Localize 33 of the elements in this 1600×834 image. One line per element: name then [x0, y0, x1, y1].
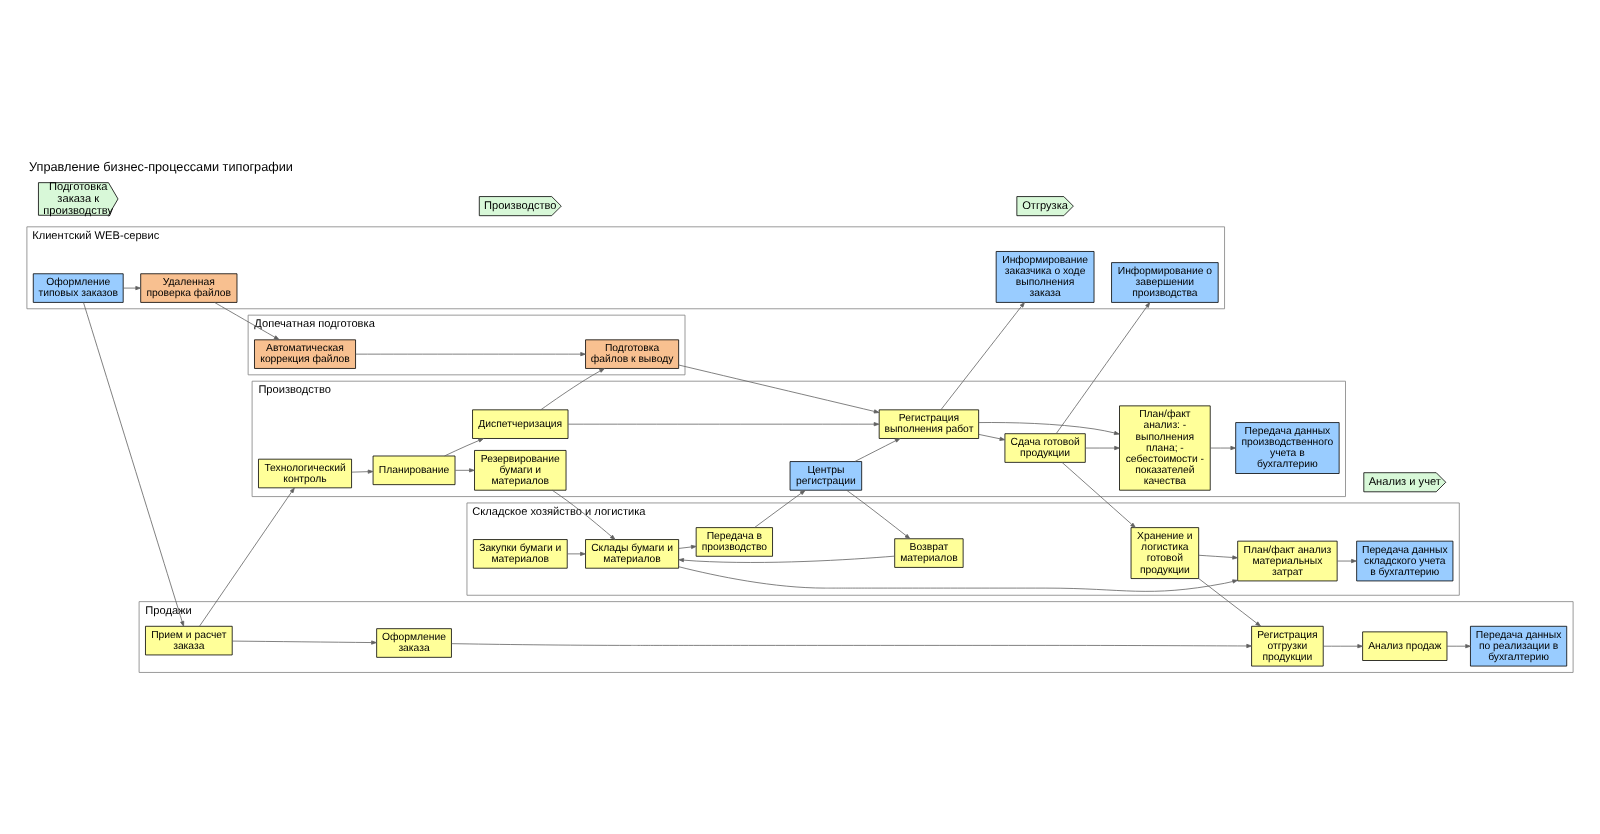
arrow	[351, 468, 374, 473]
arrow	[231, 639, 377, 644]
arrow	[1055, 301, 1151, 434]
arrow	[355, 351, 586, 356]
arrow	[1085, 444, 1120, 450]
arrow	[678, 565, 1238, 591]
arrow	[1198, 577, 1261, 626]
arrow	[678, 554, 896, 562]
arrow	[854, 437, 901, 461]
arrow	[846, 488, 911, 539]
arrow	[678, 543, 697, 548]
arrow	[83, 301, 185, 626]
arrow	[1198, 553, 1238, 559]
arrow	[1322, 643, 1363, 648]
arrow	[1061, 461, 1136, 527]
arrow	[1336, 557, 1357, 563]
arrow	[978, 421, 1120, 434]
arrow	[940, 301, 1025, 410]
arrow	[1446, 643, 1471, 648]
arrow	[1209, 444, 1236, 450]
arrow	[678, 363, 880, 413]
arrow	[567, 421, 880, 426]
arrow	[444, 437, 484, 456]
arrow	[454, 467, 475, 472]
arrow	[214, 301, 280, 339]
arrow	[122, 285, 141, 290]
arrow	[540, 367, 605, 410]
arrow	[551, 488, 616, 539]
arrow	[754, 489, 806, 527]
arrow	[451, 642, 1252, 648]
arrow	[567, 550, 586, 555]
arrow	[199, 486, 295, 626]
arrow	[978, 433, 1006, 440]
